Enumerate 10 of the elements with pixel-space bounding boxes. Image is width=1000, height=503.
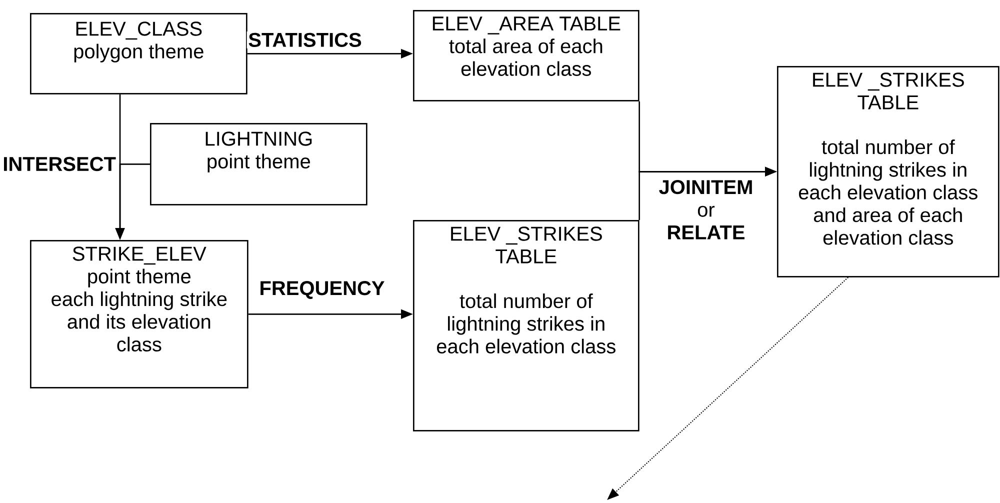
table-box: ELEV _AREA TABLE total area of each elevation class	[413, 10, 640, 102]
edge-label: STATISTICS	[246, 32, 364, 48]
theme-box: ELEV_CLASS polygon theme	[30, 13, 248, 94]
table-box: ELEV _STRIKES TABLE total number of lightning strikes in each elevation class and area of each elevation class	[777, 66, 1000, 278]
edge-label: INTERSECT	[1, 156, 118, 172]
theme-box: STRIKE_ELEV point theme each lightning strike and its elevation class	[30, 240, 248, 388]
table-box: ELEV _STRIKES TABLE total number of lightning strikes in each elevation class	[413, 220, 640, 432]
edge-label: FREQUENCY	[258, 280, 386, 300]
theme-box: LIGHTNING point theme	[150, 123, 368, 206]
edge-label: JOINITEM or RELATE	[654, 178, 758, 241]
